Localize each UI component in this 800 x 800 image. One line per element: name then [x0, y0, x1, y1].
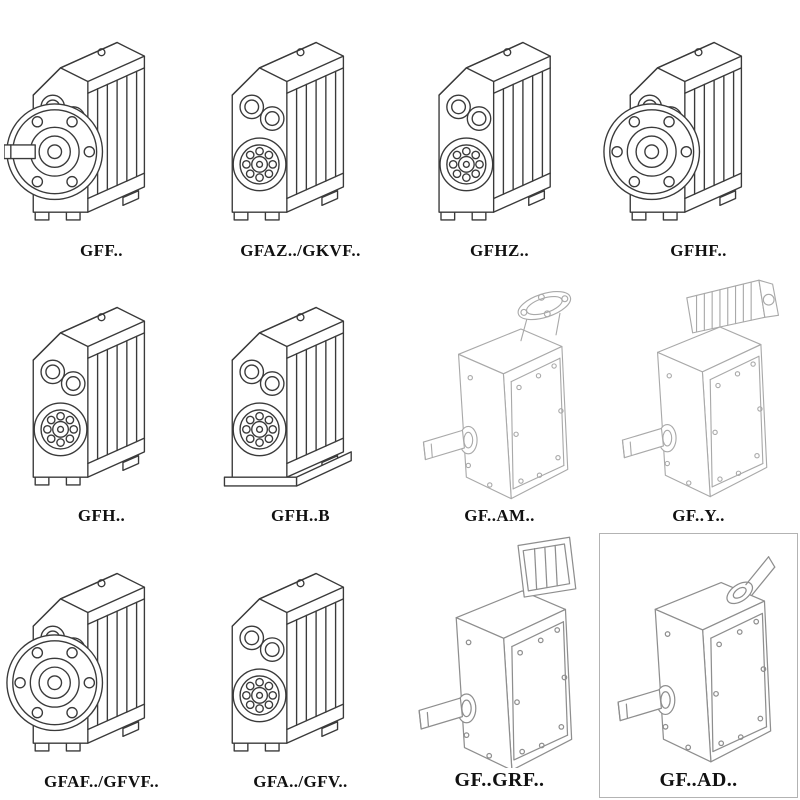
catalog-cell-gfaf-gfvf: GFAF../GFVF..	[2, 533, 201, 798]
catalog-cell-gfam: GF..AM..	[400, 267, 599, 532]
model-label-gfgrf: GF..GRF..	[454, 769, 545, 791]
model-label-gfaz-gkvf: GFAZ../GKVF..	[240, 240, 361, 260]
model-label-gfy: GF..Y..	[672, 506, 725, 526]
model-label-gfh: GFH..	[77, 506, 126, 526]
gearbox-drawing-hollow-shaft-icon	[438, 41, 551, 221]
gearbox-drawing-flange-shaft-icon	[4, 41, 146, 221]
catalog-cell-gfhb: GFH..B	[201, 267, 400, 532]
catalog-cell-gfy: GF..Y..	[599, 267, 798, 532]
catalog-cell-gfhz: GFHZ..	[400, 2, 599, 267]
model-label-gfam: GF..AM..	[464, 506, 535, 526]
gearbox-drawing-hollow-shaft-icon	[32, 307, 146, 486]
catalog-cell-gfad: GF..AD..	[599, 532, 798, 798]
model-label-gfhb: GFH..B	[270, 506, 331, 526]
gearbox-drawing-flange-hollow-icon	[603, 41, 743, 221]
gearbox-drawing-with-motor-icon	[621, 279, 780, 498]
gearbox-drawing-input-shaft-icon	[617, 555, 776, 763]
model-label-gfaf-gfvf: GFAF../GFVF..	[43, 771, 160, 791]
gearbox-drawing-flange-output-icon	[6, 572, 146, 752]
catalog-cell-gfhf: GFHF..	[599, 2, 798, 267]
gearbox-drawing-motor-adapter-icon	[422, 285, 575, 500]
model-label-gfhf: GFHF..	[670, 240, 727, 260]
model-label-gfhz: GFHZ..	[469, 240, 530, 260]
model-label-gfa-gfv: GFA../GFV..	[253, 771, 348, 791]
catalog-cell-gfaz-gkvf: GFAZ../GKVF..	[201, 2, 400, 267]
gearbox-drawing-hollow-base-icon	[223, 307, 352, 487]
gearbox-drawing-shaft-mounted-icon	[231, 41, 345, 221]
gearbox-drawing-foot-mounted-icon	[231, 572, 345, 752]
catalog-cell-gfh: GFH..	[2, 267, 201, 532]
model-label-gff: GFF..	[80, 240, 123, 260]
catalog-cell-gff: GFF..	[2, 2, 201, 267]
model-label-gfad: GF..AD..	[659, 769, 738, 791]
gearbox-drawing-adapter-box-icon	[418, 536, 577, 768]
catalog-cell-gfa-gfv: GFA../GFV..	[201, 533, 400, 798]
catalog-cell-gfgrf: GF..GRF..	[400, 533, 599, 798]
